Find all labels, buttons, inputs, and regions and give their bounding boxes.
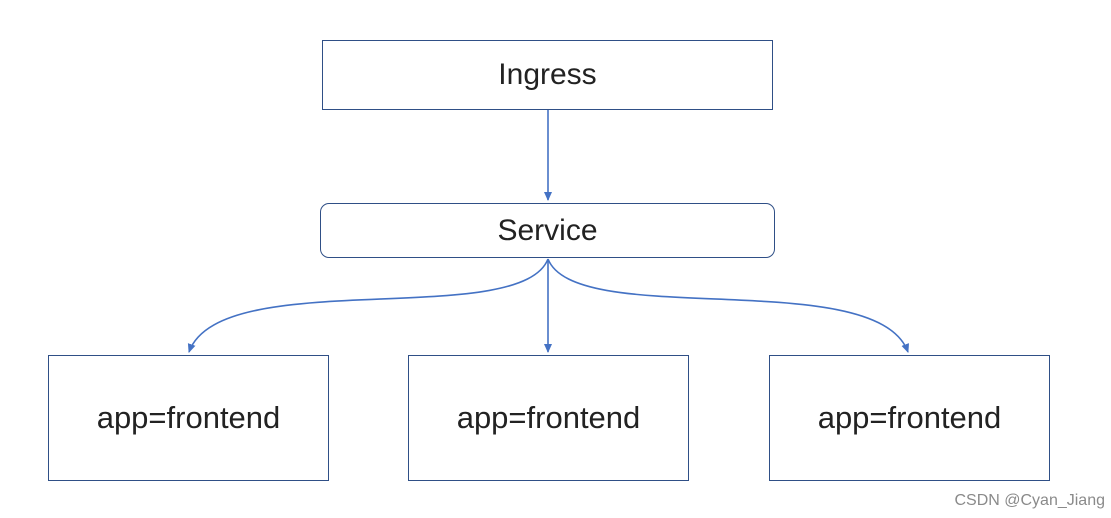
ingress-node: Ingress	[322, 40, 773, 110]
watermark-text: CSDN @Cyan_Jiang	[954, 492, 1105, 509]
pod-label: app=frontend	[96, 400, 281, 435]
pod-node-1: app=frontend	[48, 355, 329, 481]
edge-service-to-pod-3	[547, 258, 909, 353]
pod-label: app=frontend	[817, 400, 1002, 435]
service-label: Service	[497, 213, 598, 247]
ingress-label: Ingress	[498, 58, 597, 91]
pod-node-3: app=frontend	[769, 355, 1050, 481]
pod-label: app=frontend	[456, 400, 641, 435]
pod-node-2: app=frontend	[408, 355, 689, 481]
edge-service-to-pod-1	[187, 258, 549, 353]
service-node: Service	[320, 203, 775, 258]
